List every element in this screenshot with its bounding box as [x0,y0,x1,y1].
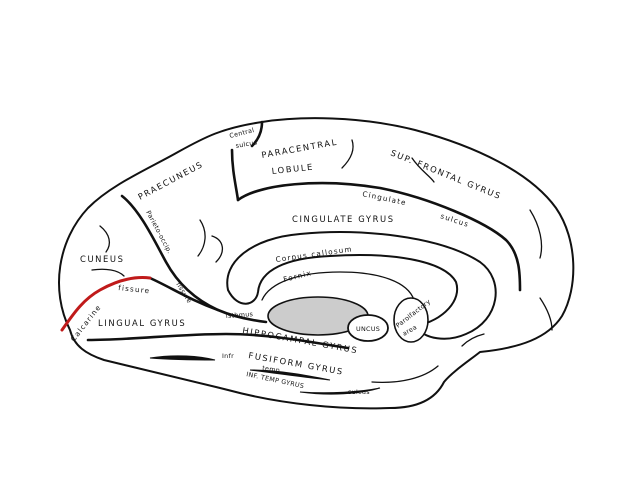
sulcus-minor-6 [99,225,111,253]
label-sulcus-temp: sulcus [348,388,370,396]
fusiform-sulcus-sliver-2 [249,369,331,381]
sulcus-minor-9 [461,333,485,347]
label-central-sulcus-2: sulcus [235,138,258,150]
sulcus-minor-2 [411,157,435,183]
label-isthmus: isthmus [226,310,254,320]
label-lingual-gyrus: LINGUAL GYRUS [98,318,186,328]
sulcus-minor-8 [539,297,553,331]
label-temp: temp [262,364,281,374]
temporal-pole-inner-line [371,365,439,384]
collateral-sulcus-line [86,332,350,350]
central-sulcus-line [250,120,264,148]
label-uncus: UNCUS [356,325,380,333]
inf-temp-sulcus-sliver [299,387,381,395]
sulcus-minor-1 [341,139,354,169]
calcarine-fissure-red [60,276,152,332]
sulcus-minor-5 [211,235,223,263]
paracentral-boundary-line [230,148,240,202]
label-cuneus: CUNEUS [80,254,125,264]
uncus-shape [347,314,389,342]
sulcus-minor-3 [529,209,543,259]
parieto-occipital-fissure-line [120,194,220,312]
sulcus-minor-7 [91,268,125,277]
sulcus-minor-4 [197,219,206,257]
label-lobule: LOBULE [271,162,314,176]
calcarine-fissure-black [148,276,268,324]
label-cingulate-gyrus: CINGULATE GYRUS [292,214,395,224]
label-infr: Infr [222,352,234,360]
fusiform-sulcus-sliver-1 [149,355,216,361]
cingulate-sulcus-line [236,181,522,292]
label-fissure-calcarine: fissure [118,283,151,295]
parolfactory-area-shape [393,297,429,343]
fornix-arc [261,271,415,301]
